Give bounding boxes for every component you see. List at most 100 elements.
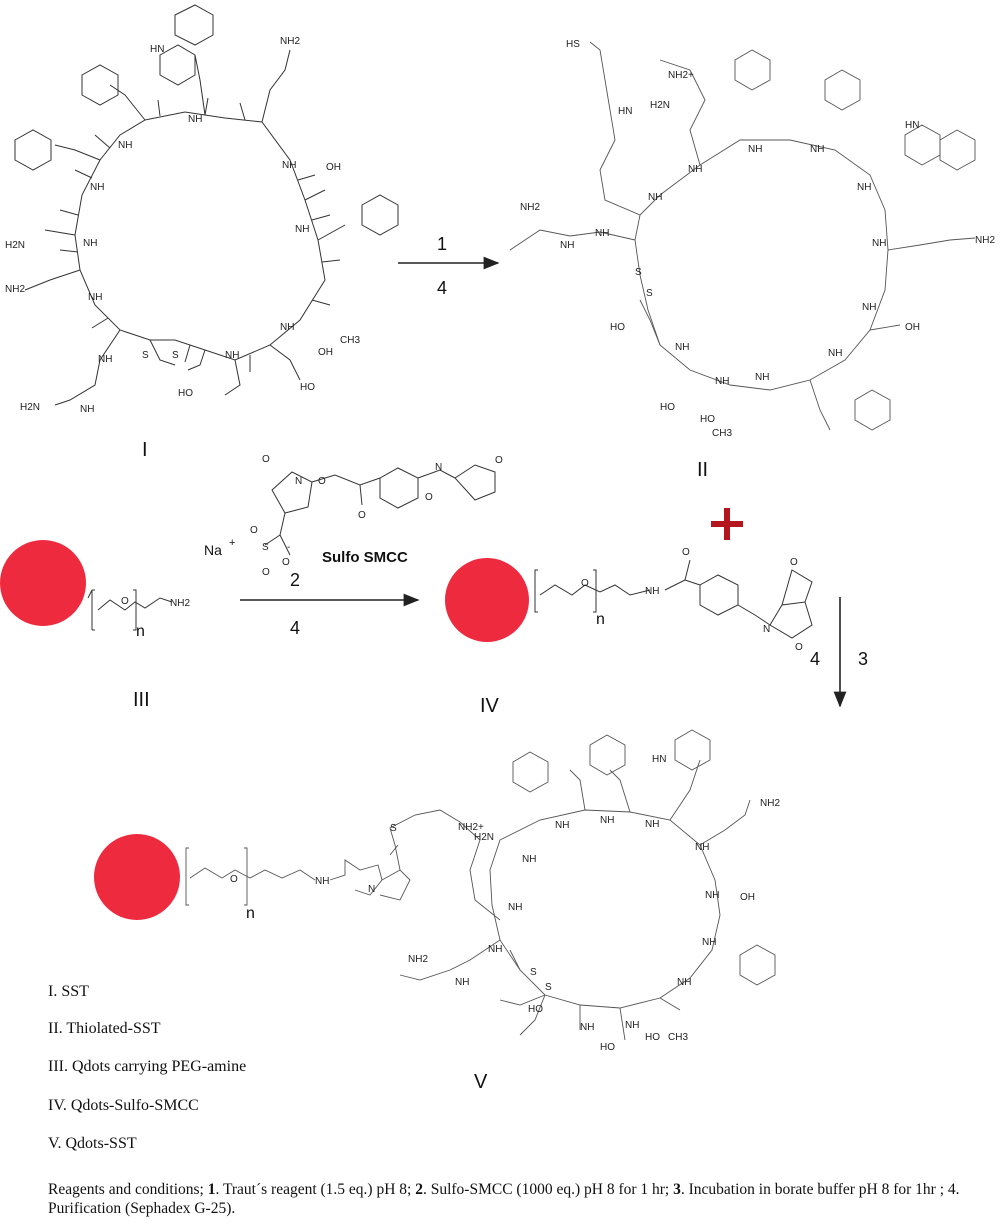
svg-text:NH: NH [648,192,662,203]
footnote-step-3-text: . Incubation in borate buffer pH 8 for 1… [48,1181,960,1217]
svg-text:NH: NH [645,819,659,830]
arrow-step-2-top-label: 2 [290,570,300,590]
footnote-step-2-text: . Sulfo-SMCC (1000 eq.) pH 8 for 1 hr; [422,1181,674,1198]
sodium-charge: + [229,537,235,549]
compound-IV-atoms: O NH O N O O [581,547,803,653]
svg-text:NH: NH [560,240,574,251]
svg-text:NH: NH [872,238,886,249]
arrow-step-3-right-label: 3 [858,649,868,669]
compound-I-atoms: NH2 HN NH NH NH NH NH NH NH NH NH NH NH … [5,36,360,415]
label-compound-III: III [133,689,150,711]
svg-text:HN: HN [618,106,632,117]
svg-text:O: O [230,874,238,885]
svg-text:H2N: H2N [20,402,40,413]
compound-III-linker [87,589,173,631]
svg-text:NH: NH [455,977,469,988]
svg-text:H2N: H2N [474,832,494,843]
svg-text:S: S [545,982,552,993]
svg-text:O: O [250,525,258,536]
svg-text:NH: NH [675,342,689,353]
compound-II-atoms: HS NH2+ H2N HN NH NH NH NH NH NH NH2 HN … [520,39,995,439]
svg-text:NH: NH [90,182,104,193]
svg-text:O: O [121,596,129,607]
label-compound-II: II [697,459,708,481]
label-compound-V: V [474,1071,488,1093]
svg-text:NH2: NH2 [280,36,300,47]
compound-IV-linker [534,559,813,639]
footnote-step-1-number: 1 [207,1181,216,1198]
svg-text:NH: NH [702,937,716,948]
svg-text:HO: HO [178,388,193,399]
svg-text:NH: NH [748,144,762,155]
legend-item-V: V. Qdots-SST [48,1135,137,1152]
svg-text:NH: NH [188,114,202,125]
svg-text:O: O [262,454,270,465]
svg-text:O: O [795,642,803,653]
svg-text:NH2: NH2 [408,954,428,965]
svg-text:NH: NH [645,586,659,597]
legend-item-I: I. SST [48,983,89,1000]
svg-text:HN: HN [652,754,666,765]
svg-text:NH: NH [862,302,876,313]
svg-text:HO: HO [660,402,675,413]
svg-text:S: S [635,267,642,278]
svg-text:NH: NH [580,1022,594,1033]
svg-text:NH2+: NH2+ [668,70,694,81]
qdot-III [0,540,86,626]
svg-text:CH3: CH3 [712,428,732,439]
arrow-step-3-left-label: 4 [810,649,820,669]
svg-text:-: - [287,542,290,553]
svg-text:NH: NH [282,160,296,171]
svg-text:NH: NH [705,890,719,901]
svg-text:HO: HO [600,1042,615,1053]
svg-text:S: S [390,823,397,834]
svg-text:NH: NH [80,404,94,415]
footnote-step-1-text: . Traut´s reagent (1.5 eq.) pH 8; [215,1181,416,1198]
arrow-step-1-top-label: 1 [437,234,447,254]
svg-text:HN: HN [905,120,919,131]
compound-V-structure [185,729,776,1041]
svg-text:HS: HS [566,39,580,50]
arrow-step-2-bottom-label: 4 [290,618,300,638]
svg-text:O: O [262,567,270,578]
svg-text:H2N: H2N [650,100,670,111]
svg-text:HN: HN [150,44,164,55]
svg-text:NH: NH [225,350,239,361]
svg-text:NH2: NH2 [520,202,540,213]
legend-item-II: II. Thiolated-SST [48,1020,161,1037]
svg-text:NH: NH [600,815,614,826]
legend-item-III: III. Qdots carrying PEG-amine [48,1058,247,1075]
svg-text:CH3: CH3 [340,335,360,346]
svg-text:OH: OH [326,162,341,173]
compound-III-amine: NH2 [170,598,190,609]
svg-text:NH: NH [828,348,842,359]
svg-text:NH2: NH2 [975,235,995,246]
svg-text:NH: NH [83,238,97,249]
svg-text:NH2+: NH2+ [458,822,484,833]
svg-text:NH: NH [715,376,729,387]
svg-text:O: O [682,547,690,558]
arrow-step-1-bottom-label: 4 [437,278,447,298]
compound-V-atoms: O NH N S NH2+ H2N NH NH NH NH HN NH2 NH … [230,754,780,1053]
svg-text:NH: NH [555,820,569,831]
sodium-counterion: Na [204,542,222,558]
svg-text:HO: HO [300,382,315,393]
reagent-name: Sulfo SMCC [322,549,408,566]
svg-text:NH: NH [755,372,769,383]
svg-text:NH: NH [625,1020,639,1031]
compound-V-subscript: n [246,905,255,922]
compound-III-subscript: n [136,623,145,640]
svg-text:NH: NH [810,144,824,155]
svg-text:NH: NH [315,876,329,887]
svg-text:S: S [646,288,653,299]
label-compound-I: I [142,439,148,461]
svg-text:NH: NH [295,224,309,235]
svg-text:CH3: CH3 [668,1032,688,1043]
svg-text:HO: HO [528,1004,543,1015]
svg-text:S: S [530,967,537,978]
label-compound-IV: IV [480,695,500,717]
svg-text:O: O [282,557,290,568]
svg-text:N: N [295,476,302,487]
svg-text:OH: OH [905,322,920,333]
